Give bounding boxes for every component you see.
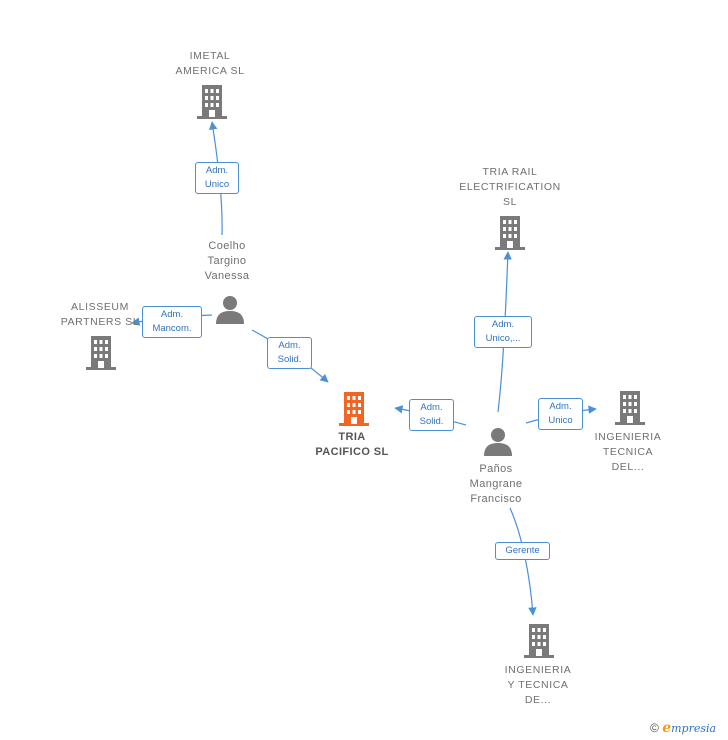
- edge-panos-ingenieria-y-tecnica: [509, 507, 537, 616]
- edge-label-coelho-tria-pacifico[interactable]: Adm. Solid.: [267, 337, 312, 369]
- brand-name: mpresia: [671, 722, 717, 735]
- person-icon[interactable]: [483, 426, 513, 456]
- building-icon[interactable]: [524, 624, 554, 658]
- edge-label-panos-ingenieria-y-tecnica[interactable]: Gerente: [495, 542, 550, 560]
- building-icon[interactable]: [86, 336, 116, 370]
- building-icon[interactable]: [495, 216, 525, 250]
- copyright-notice: © empresia: [650, 720, 716, 736]
- node-label-imetal[interactable]: IMETAL AMERICA SL: [175, 50, 245, 77]
- brand-logo[interactable]: empresia: [662, 720, 717, 736]
- node-label-ingenieria-y-tecnica[interactable]: INGENIERIA Y TECNICA DE...: [504, 664, 572, 706]
- building-icon-focus[interactable]: [339, 392, 369, 426]
- edge-label-coelho-alisseum[interactable]: Adm. Mancom.: [142, 306, 202, 338]
- node-label-ingenieria-tecnica[interactable]: INGENIERIA TECNICA DEL...: [594, 431, 662, 473]
- node-label-panos[interactable]: Paños Mangrane Francisco: [469, 463, 523, 505]
- edge-label-panos-tria-pacifico[interactable]: Adm. Solid.: [409, 399, 454, 431]
- copyright-symbol: ©: [650, 721, 659, 735]
- edge-label-panos-ingenieria-tecnica[interactable]: Adm. Unico: [538, 398, 583, 430]
- building-icon[interactable]: [615, 391, 645, 425]
- edge-label-panos-tria-rail[interactable]: Adm. Unico,...: [474, 316, 532, 348]
- node-label-tria-pacifico[interactable]: TRIA PACIFICO SL: [315, 431, 389, 458]
- node-label-coelho[interactable]: Coelho Targino Vanessa: [204, 240, 250, 282]
- node-label-alisseum[interactable]: ALISSEUM PARTNERS SL: [60, 301, 140, 328]
- person-icon[interactable]: [215, 294, 245, 324]
- brand-initial: e: [662, 720, 672, 736]
- node-label-tria-rail[interactable]: TRIA RAIL ELECTRIFICATION SL: [459, 166, 561, 208]
- edge-label-coelho-imetal[interactable]: Adm. Unico: [195, 162, 239, 194]
- building-icon[interactable]: [197, 85, 227, 119]
